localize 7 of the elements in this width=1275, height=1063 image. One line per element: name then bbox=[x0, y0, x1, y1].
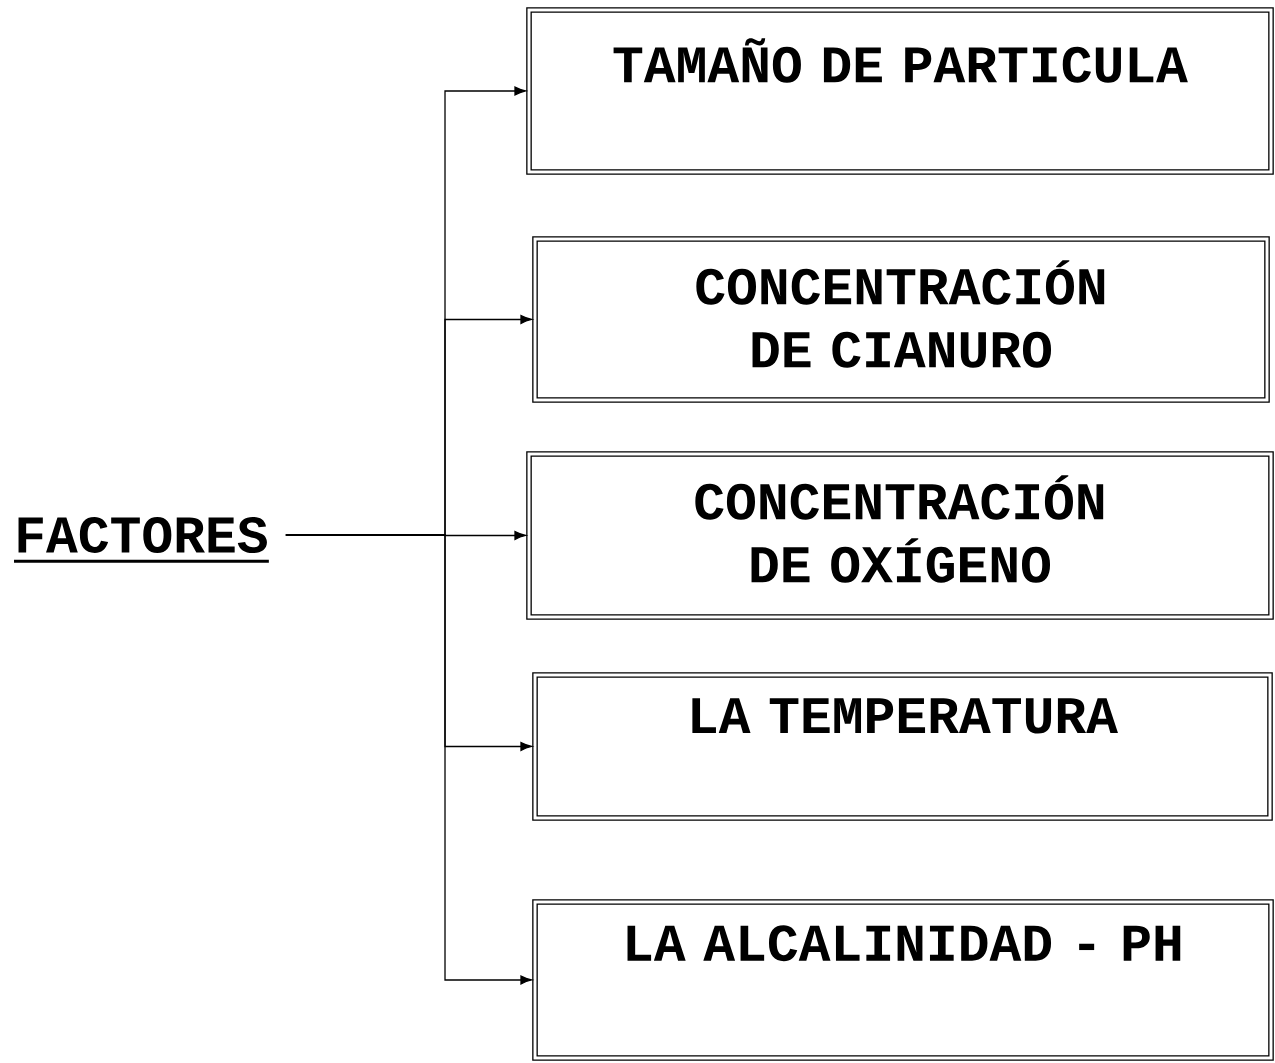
factor-box: TAMAÑO DE PARTICULA bbox=[526, 7, 1274, 175]
arrow bbox=[285, 534, 533, 985]
underlined-heading: FACTORES bbox=[14, 517, 269, 563]
factor-box: CONCENTRACIÓN DE OXÍGENO bbox=[526, 451, 1274, 620]
factor-box: LA TEMPERATURA bbox=[532, 672, 1273, 821]
factor-box: CONCENTRACIÓN DE CIANURO bbox=[532, 236, 1270, 403]
factor-box: LA ALCALINIDAD - PH bbox=[532, 899, 1274, 1061]
